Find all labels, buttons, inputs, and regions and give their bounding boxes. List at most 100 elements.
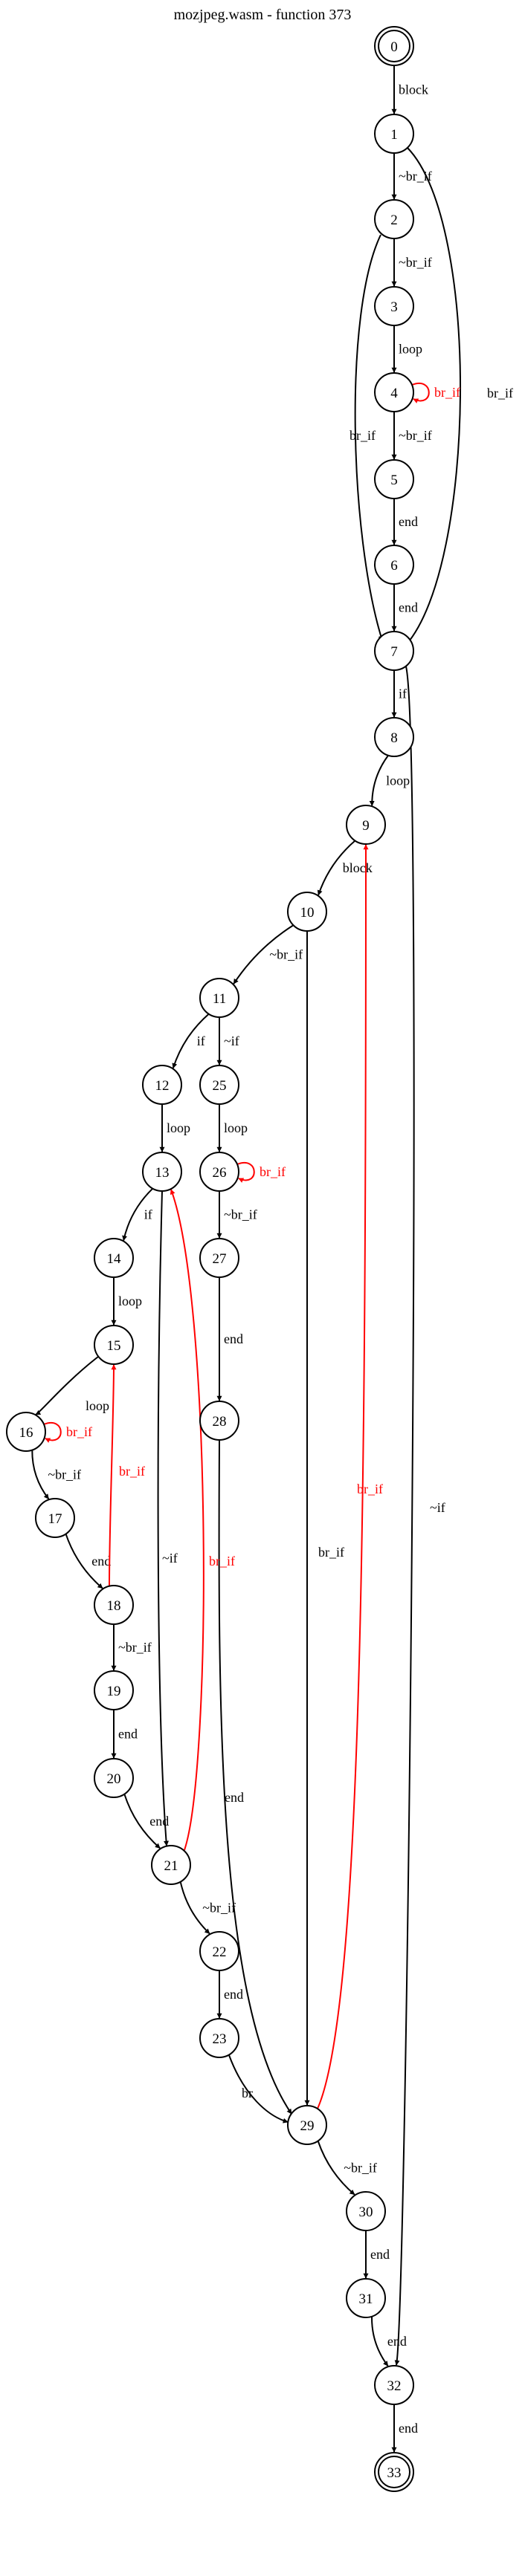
node-inner-circle <box>378 30 410 62</box>
edge-label: ~br_if <box>118 1640 152 1655</box>
edge-21-to-22: ~br_if <box>179 1881 236 1935</box>
node-label: 17 <box>48 1511 62 1527</box>
edge-21-to-13: br_if <box>170 1189 235 1851</box>
node-label: 9 <box>362 818 370 834</box>
edge-line <box>43 1422 62 1443</box>
node-circle <box>94 1758 134 1798</box>
edge-label: br_if <box>357 1482 383 1496</box>
node-14: 14 <box>94 1238 134 1278</box>
node-label: 0 <box>390 39 398 55</box>
edge-1-to-7: br_if <box>405 147 513 646</box>
edge-6-to-7: end <box>391 583 418 632</box>
node-circle <box>199 1152 239 1192</box>
node-circle <box>287 2105 327 2145</box>
edge-14-to-15: loop <box>111 1277 142 1326</box>
node-circle <box>346 2278 386 2318</box>
edge-label: end <box>399 2421 418 2436</box>
edge-line <box>157 1190 170 1846</box>
node-circle <box>374 114 414 154</box>
edge-line <box>122 1187 153 1242</box>
edge-label: end <box>118 1727 138 1742</box>
edge-1-to-2: ~br_if <box>391 152 432 200</box>
node-label: 11 <box>213 991 226 1007</box>
edge-label: end <box>91 1554 111 1568</box>
node-15: 15 <box>94 1325 134 1365</box>
node-circle <box>94 1325 134 1365</box>
node-circle <box>374 545 414 585</box>
edge-label: ~br_if <box>399 169 432 184</box>
edge-0-to-1: block <box>391 65 428 114</box>
node-label: 16 <box>19 1425 33 1441</box>
edge-27-to-28: end <box>216 1277 243 1401</box>
node-circle <box>374 459 414 499</box>
node-circle <box>374 372 414 412</box>
node-5: 5 <box>374 459 414 499</box>
edge-label: if <box>399 687 407 701</box>
edge-8-to-9: loop <box>369 755 410 806</box>
node-30: 30 <box>346 2191 386 2231</box>
node-circle <box>374 199 414 239</box>
node-1: 1 <box>374 114 414 154</box>
node-26: 26 <box>199 1152 239 1192</box>
node-label: 5 <box>390 473 398 488</box>
edge-29-to-30: ~br_if <box>317 2141 377 2196</box>
diagram-title: mozjpeg.wasm - function 373 <box>174 7 352 23</box>
edge-label: ~if <box>162 1551 178 1566</box>
edge-16-to-16: br_if <box>43 1422 92 1443</box>
edge-label: br_if <box>66 1424 92 1439</box>
node-label: 4 <box>390 386 398 401</box>
edge-line <box>236 1162 255 1183</box>
node-label: 13 <box>155 1165 170 1181</box>
edge-31-to-32: end <box>371 2316 407 2366</box>
node-circle <box>374 286 414 326</box>
node-circle <box>35 1498 75 1538</box>
node-8: 8 <box>374 717 414 757</box>
edge-23-to-29: br <box>228 2054 289 2124</box>
node-25: 25 <box>199 1065 239 1105</box>
edge-9-to-10: block <box>317 840 373 896</box>
node-9: 9 <box>346 805 386 845</box>
edge-line <box>218 1439 292 2115</box>
node-2: 2 <box>374 199 414 239</box>
edge-25-to-26: loop <box>216 1104 248 1152</box>
edge-28-to-29: end <box>218 1439 292 2115</box>
edge-label: end <box>399 600 418 615</box>
node-label: 21 <box>164 1858 178 1874</box>
edge-label: br_if <box>119 1464 145 1479</box>
edge-line <box>369 755 389 806</box>
node-circle <box>6 1412 46 1452</box>
edge-18-to-19: ~br_if <box>111 1624 152 1671</box>
node-label: 20 <box>107 1771 121 1787</box>
edge-label: ~br_if <box>224 1207 257 1222</box>
node-10: 10 <box>287 892 327 932</box>
edge-13-to-21: ~if <box>157 1190 178 1846</box>
edge-label: end <box>224 1987 243 2002</box>
node-label: 8 <box>390 730 398 746</box>
edge-label: end <box>224 1331 243 1346</box>
node-circle <box>199 2018 239 2058</box>
edge-line <box>394 666 415 2366</box>
edge-label: ~br_if <box>344 2161 377 2176</box>
edge-26-to-26: br_if <box>236 1162 286 1183</box>
edge-label: end <box>149 1814 169 1829</box>
edge-label: loop <box>224 1120 248 1135</box>
node-circle <box>374 2365 414 2405</box>
node-label: 12 <box>155 1078 170 1094</box>
node-circle <box>346 805 386 845</box>
edge-line <box>65 1534 103 1589</box>
edge-line <box>317 2141 355 2196</box>
node-circle <box>346 2191 386 2231</box>
node-circle <box>287 892 327 932</box>
node-13: 13 <box>142 1152 182 1192</box>
edge-line <box>228 2054 289 2124</box>
node-label: 10 <box>300 905 315 921</box>
node-16: 16 <box>6 1412 46 1452</box>
edge-line <box>109 1364 117 1586</box>
edge-label: ~if <box>430 1500 445 1515</box>
node-label: 31 <box>359 2291 373 2307</box>
edge-16-to-17: ~br_if <box>31 1450 81 1500</box>
edge-label: br_if <box>260 1164 286 1179</box>
node-label: 33 <box>387 2465 402 2481</box>
node-circle <box>374 631 414 671</box>
